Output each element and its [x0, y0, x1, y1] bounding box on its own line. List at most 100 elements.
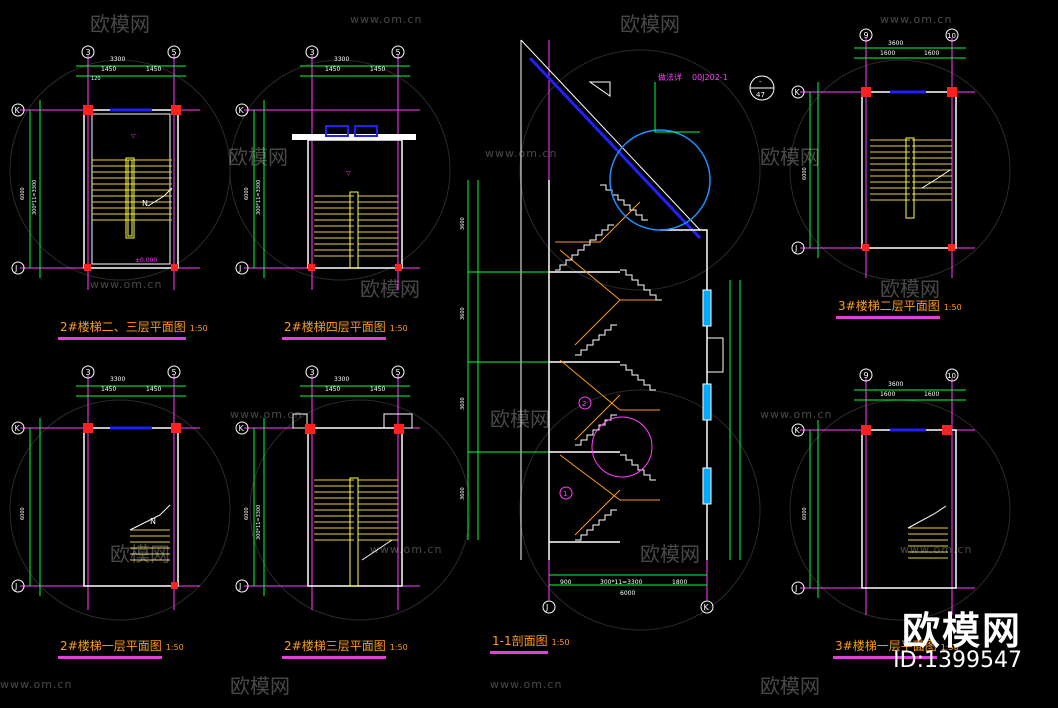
grid-J: J [545, 603, 548, 612]
dim-half: 1600 [924, 391, 939, 398]
svg-text:▽: ▽ [131, 133, 136, 140]
watermark-logo: 欧模网 [90, 12, 150, 36]
detail-label: 做法详 [658, 72, 682, 82]
dim-height: 6000 [244, 187, 250, 200]
grid-J: J [14, 264, 17, 273]
dim-total: 3300 [334, 376, 349, 383]
grid-K: K [704, 603, 710, 612]
plan-2-stair-4-floor: ▽ 3300 1450 1450 6000 300*11=3300 3 5 K … [235, 45, 420, 290]
grid-10: 10 [947, 372, 956, 380]
grid-K: K [15, 424, 21, 433]
dim-half: 1450 [146, 66, 161, 73]
brand-name: 欧模网 [901, 609, 1022, 653]
grid-K: K [15, 106, 21, 115]
watermark-url: www.om.cn [490, 678, 563, 691]
dim-height: 6000 [244, 507, 250, 520]
brand-id: ID:1399547 [893, 648, 1022, 673]
watermark-logo: 欧模网 [880, 277, 940, 301]
dim-half: 1450 [325, 66, 340, 73]
grid-J: J [14, 582, 17, 591]
floor-height: 3600 [460, 487, 466, 500]
dim-half: 1600 [880, 50, 895, 57]
grid-J: J [238, 264, 241, 273]
watermark-logo: 欧模网 [760, 674, 820, 698]
grid-9: 9 [864, 371, 869, 380]
watermark-url: www.om.cn [880, 13, 953, 26]
dim-half: 1600 [924, 50, 939, 57]
plan-2-stair-3-floor: 3300 1450 1450 6000 300*11=3300 3 5 K J [235, 365, 420, 610]
watermark-url: www.om.cn [0, 678, 73, 691]
watermark-logo: 欧模网 [490, 407, 550, 431]
watermark-logo: 欧模网 [230, 674, 290, 698]
floor-height: 3600 [460, 307, 466, 320]
watermark-logo: 欧模网 [110, 542, 170, 566]
watermark-url: www.om.cn [230, 408, 303, 421]
dim-total: 3300 [334, 56, 349, 63]
plan-2-stair-1-floor: N 3300 1450 1450 6000 3 5 K J [11, 365, 200, 610]
plan-3-stair-1-floor: 3600 1600 1600 6000 9 10 K J [791, 368, 975, 615]
grid-3: 3 [86, 368, 91, 377]
grid-9: 9 [864, 31, 869, 40]
svg-text:±0.000: ±0.000 [135, 257, 157, 264]
watermark-logo: 欧模网 [620, 12, 680, 36]
section-marker-2: 2 [582, 400, 586, 408]
watermark-logo: 欧模网 [228, 145, 288, 169]
grid-K: K [239, 424, 245, 433]
dim-end: 120 [91, 76, 101, 82]
grid-5: 5 [396, 48, 401, 57]
svg-text:N: N [142, 199, 148, 208]
dim-height: 6000 [802, 167, 808, 180]
watermark-url: www.om.cn [900, 543, 973, 556]
watermark-logo: 欧模网 [760, 145, 820, 169]
svg-text:N: N [150, 517, 156, 526]
dim-half: 1600 [880, 391, 895, 398]
dim-total: 3300 [110, 376, 125, 383]
grid-K: K [795, 88, 801, 97]
section-marker-1: 1 [563, 490, 567, 498]
watermark-logo: 欧模网 [640, 542, 700, 566]
dim-total: 3300 [110, 56, 125, 63]
dim-half: 1450 [101, 66, 116, 73]
watermark-logo: 欧模网 [360, 277, 420, 301]
detail-no: - [759, 78, 762, 86]
grid-J: J [238, 582, 241, 591]
watermark-url: www.om.cn [370, 543, 443, 556]
grid-K: K [239, 106, 245, 115]
sec-mid: 300*11=3300 [600, 579, 643, 586]
floor-height: 3600 [460, 217, 466, 230]
grid-J: J [794, 244, 797, 253]
sec-left: 900 [560, 579, 572, 586]
detail-ref: 00J202-1 [692, 73, 728, 82]
sec-width: 6000 [620, 590, 635, 597]
section-1-1: 做法详 00J202-1 - 47 2 1 6000 900 300*11=33… [460, 39, 775, 614]
sec-right: 1800 [672, 579, 687, 586]
plan-2-stair-2-3-floor: N ±0.000 ▽ 3300 1450 1450 120 6000 300*1… [11, 45, 200, 290]
dim-height: 6000 [20, 507, 26, 520]
watermark-url: www.om.cn [350, 13, 423, 26]
dim-total: 3600 [888, 381, 903, 388]
watermark-url: www.om.cn [485, 147, 558, 160]
dim-flight: 300*11=3300 [32, 180, 38, 215]
dim-height: 6000 [802, 507, 808, 520]
dim-height: 6000 [20, 187, 26, 200]
dim-half: 1450 [370, 386, 385, 393]
grid-5: 5 [172, 368, 177, 377]
watermark-url: www.om.cn [90, 278, 163, 291]
dim-flight: 300*11=3300 [256, 505, 262, 540]
grid-10: 10 [947, 32, 956, 40]
dim-half: 1450 [101, 386, 116, 393]
dim-total: 3600 [888, 40, 903, 47]
dim-flight: 300*11=3300 [256, 180, 262, 215]
grid-5: 5 [172, 48, 177, 57]
grid-5: 5 [396, 368, 401, 377]
grid-K: K [795, 426, 801, 435]
watermark-url: www.om.cn [760, 408, 833, 421]
